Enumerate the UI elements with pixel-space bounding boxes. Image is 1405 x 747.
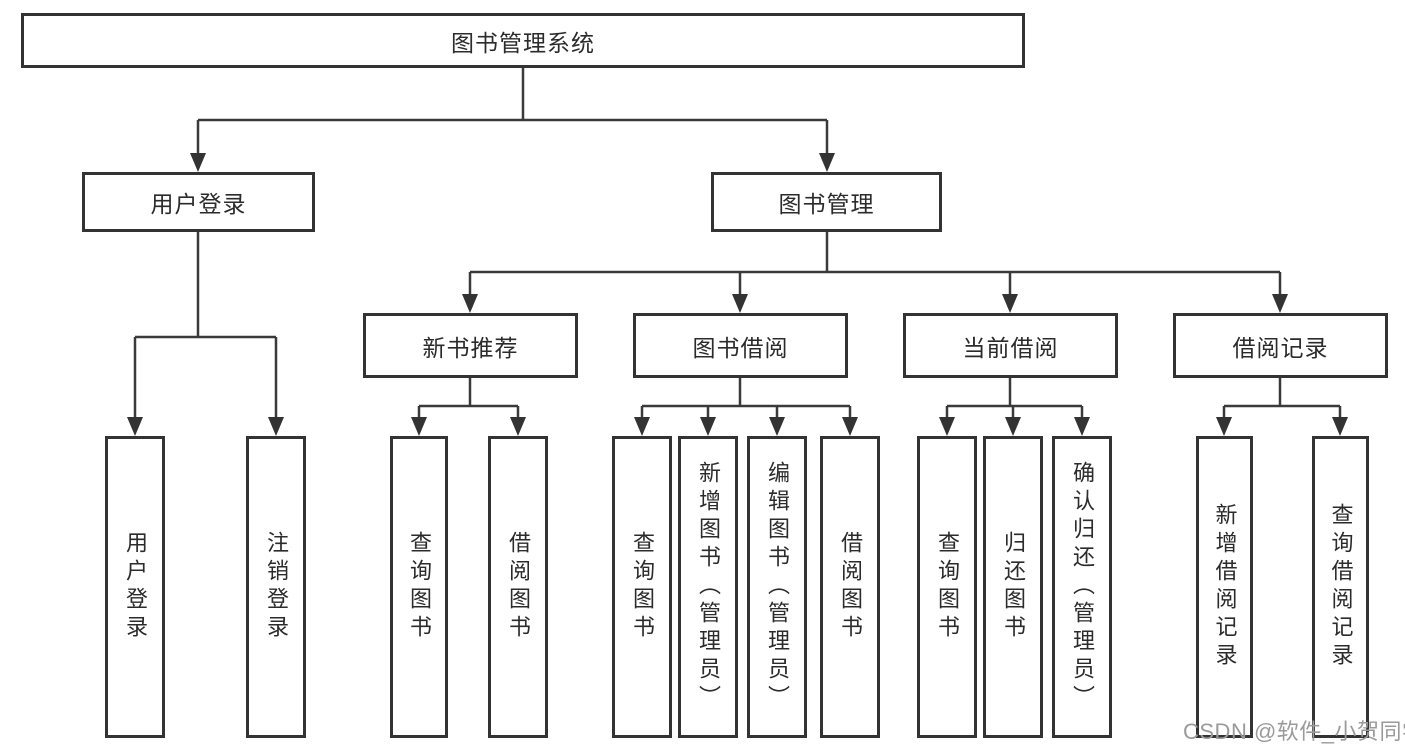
node-current-borrowing: 当前借阅 (903, 313, 1118, 378)
node-current-borrowing-label: 当前借阅 (962, 334, 1059, 361)
arrowhead (411, 417, 427, 436)
arrowhead (769, 417, 785, 436)
node-borrow-records: 借阅记录 (1173, 313, 1388, 378)
leaf-user-login-label: 用户登录 (123, 531, 148, 643)
node-borrow-records-label: 借阅记录 (1232, 334, 1329, 361)
node-root: 图书管理系统 (21, 13, 1025, 68)
node-root-label: 图书管理系统 (451, 29, 595, 56)
arrowhead (462, 294, 478, 313)
leaf-query-borrow-record: 查询借阅记录 (1312, 436, 1369, 738)
arrowhead (1005, 417, 1021, 436)
arrowhead (1216, 417, 1232, 436)
arrowhead (819, 153, 835, 172)
arrowhead (634, 417, 650, 436)
arrowhead (190, 153, 206, 172)
leaf-add-borrow-record: 新增借阅记录 (1196, 436, 1253, 738)
arrowhead (1074, 417, 1090, 436)
leaf-query-books-borrowing: 查询图书 (612, 436, 672, 738)
leaf-edit-book-admin: 编辑图书（管理员） (747, 436, 807, 738)
leaf-logout: 注销登录 (246, 436, 306, 738)
leaf-query-books-current: 查询图书 (917, 436, 977, 738)
arrowhead (939, 417, 955, 436)
leaf-query-books-recommend: 查询图书 (390, 436, 448, 738)
leaf-add-book-admin: 新增图书（管理员） (678, 436, 738, 738)
leaf-confirm-return-admin: 确认归还（管理员） (1052, 436, 1112, 738)
leaf-query-books-current-label: 查询图书 (935, 531, 960, 643)
csdn-watermark: CSDN @软件_小贺同学 (1183, 719, 1405, 744)
leaf-edit-book-admin-label: 编辑图书（管理员） (765, 461, 790, 713)
node-book-management-label: 图书管理 (778, 191, 875, 217)
tree-edges (133, 68, 1342, 422)
arrowhead (842, 417, 858, 436)
node-user-login: 用户登录 (82, 172, 315, 232)
leaf-borrow-books: 借阅图书 (820, 436, 880, 738)
leaf-borrow-books-recommend: 借阅图书 (488, 436, 548, 738)
arrowhead (732, 294, 748, 313)
node-new-book-recommend-label: 新书推荐 (422, 334, 519, 361)
leaf-return-book-label: 归还图书 (1001, 531, 1026, 643)
node-user-login-label: 用户登录 (150, 191, 247, 217)
leaf-add-book-admin-label: 新增图书（管理员） (696, 461, 721, 713)
arrowhead (268, 417, 284, 436)
arrowhead (127, 417, 143, 436)
arrowhead (510, 417, 526, 436)
arrowhead (1332, 417, 1348, 436)
leaf-user-login: 用户登录 (105, 436, 165, 738)
arrowhead (700, 417, 716, 436)
arrowhead (1002, 294, 1018, 313)
node-book-borrowing-label: 图书借阅 (692, 334, 789, 361)
leaf-borrow-books-label: 借阅图书 (838, 531, 863, 643)
leaf-query-borrow-record-label: 查询借阅记录 (1328, 503, 1354, 671)
node-new-book-recommend: 新书推荐 (363, 313, 578, 378)
leaf-logout-label: 注销登录 (264, 531, 289, 643)
leaf-query-books-recommend-label: 查询图书 (407, 531, 432, 643)
leaf-return-book: 归还图书 (983, 436, 1043, 738)
node-book-management: 图书管理 (711, 172, 942, 232)
leaf-add-borrow-record-label: 新增借阅记录 (1212, 503, 1238, 671)
leaf-borrow-books-recommend-label: 借阅图书 (506, 531, 531, 643)
leaf-confirm-return-admin-label: 确认归还（管理员） (1070, 461, 1095, 713)
arrowhead (1272, 294, 1288, 313)
node-book-borrowing: 图书借阅 (633, 313, 848, 378)
leaf-query-books-borrowing-label: 查询图书 (630, 531, 655, 643)
